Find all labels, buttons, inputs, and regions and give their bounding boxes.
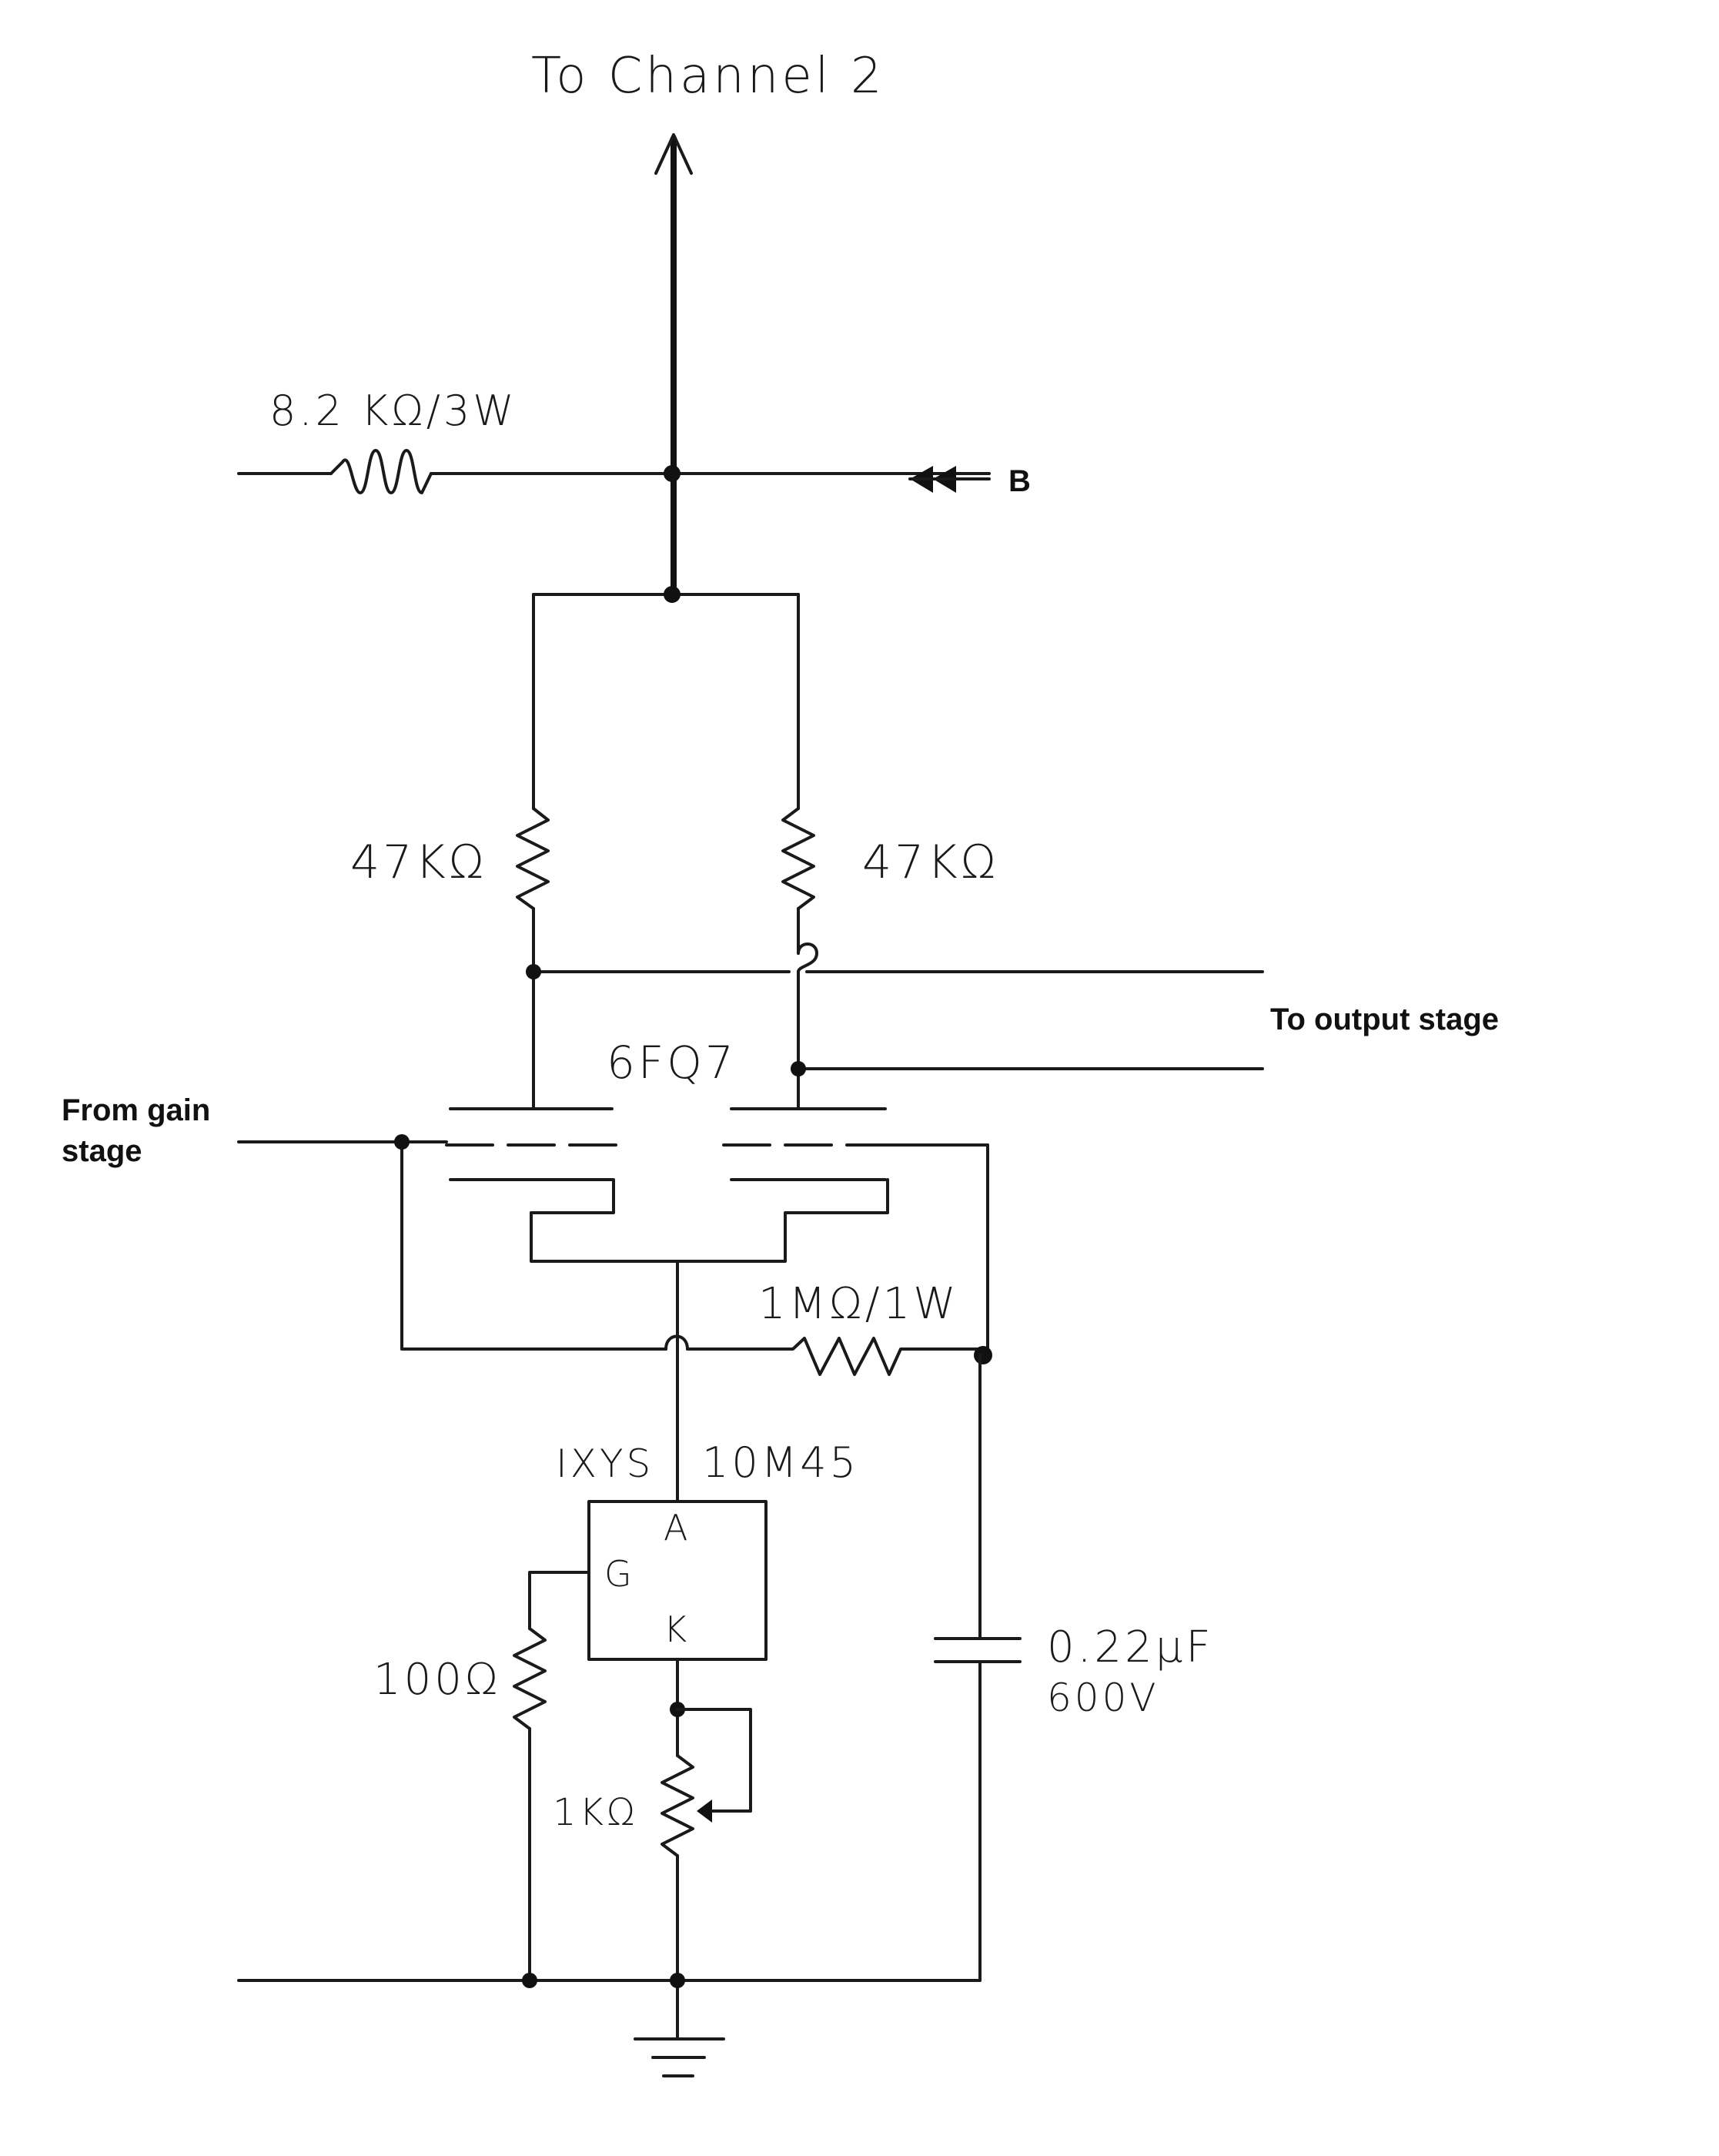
b-supply-label: B xyxy=(1008,464,1031,498)
plate-supply-split xyxy=(532,593,800,810)
capacitor-voltage-label: 600V xyxy=(1047,1676,1159,1720)
channel-2-arrow xyxy=(654,133,693,596)
ground-icon xyxy=(634,2037,725,2077)
pin-g-label: G xyxy=(604,1553,635,1595)
tube-6fq7 xyxy=(445,1107,895,1263)
junction-left-plate xyxy=(526,964,541,979)
resistor-1m xyxy=(776,1337,989,1376)
to-output-stage-label: To output stage xyxy=(1270,1003,1499,1036)
junction-b-plus xyxy=(664,465,681,482)
resistor-47k-left-label: 47KΩ xyxy=(350,835,487,889)
resistor-1m-label: 1MΩ/1W xyxy=(758,1279,959,1329)
resistor-100-label: 100Ω xyxy=(373,1655,501,1705)
potentiometer-1k-label: 1KΩ xyxy=(553,1791,638,1834)
potentiometer-1k xyxy=(661,1708,752,1982)
resistor-8k2 xyxy=(329,449,433,494)
junction-ground-100 xyxy=(522,1973,537,1988)
resistor-100 xyxy=(513,1571,590,1982)
junction-plate-split xyxy=(664,586,681,603)
resistor-47k-right-label: 47KΩ xyxy=(862,835,999,889)
from-gain-stage-label-1: From gain xyxy=(62,1093,210,1127)
grid-right-line xyxy=(891,1143,989,1357)
junction-1m-cap xyxy=(974,1346,992,1364)
junction-right-plate xyxy=(791,1061,806,1076)
resistor-47k-left xyxy=(516,807,550,1110)
b-supply-arrows xyxy=(908,466,991,493)
pin-a-label: A xyxy=(664,1507,691,1548)
from-gain-stage-label-2: stage xyxy=(62,1134,142,1168)
ixys-label: IXYS xyxy=(556,1441,654,1486)
ground-rail xyxy=(237,1979,982,2040)
capacitor-022uf xyxy=(934,1354,1022,1982)
junction-grid xyxy=(394,1134,410,1150)
resistor-8k2-label: 8.2 KΩ/3W xyxy=(269,387,517,435)
to-channel-2-label: To Channel 2 xyxy=(531,48,885,105)
junction-ground-pot xyxy=(670,1973,685,1988)
grid-input-line xyxy=(237,1140,779,1351)
pin-k-label: K xyxy=(664,1609,690,1650)
part-10m45-label: 10M45 xyxy=(702,1438,859,1487)
tube-label: 6FQ7 xyxy=(607,1036,737,1089)
capacitor-value-label: 0.22μF xyxy=(1047,1622,1214,1672)
resistor-47k-right xyxy=(781,807,818,1110)
